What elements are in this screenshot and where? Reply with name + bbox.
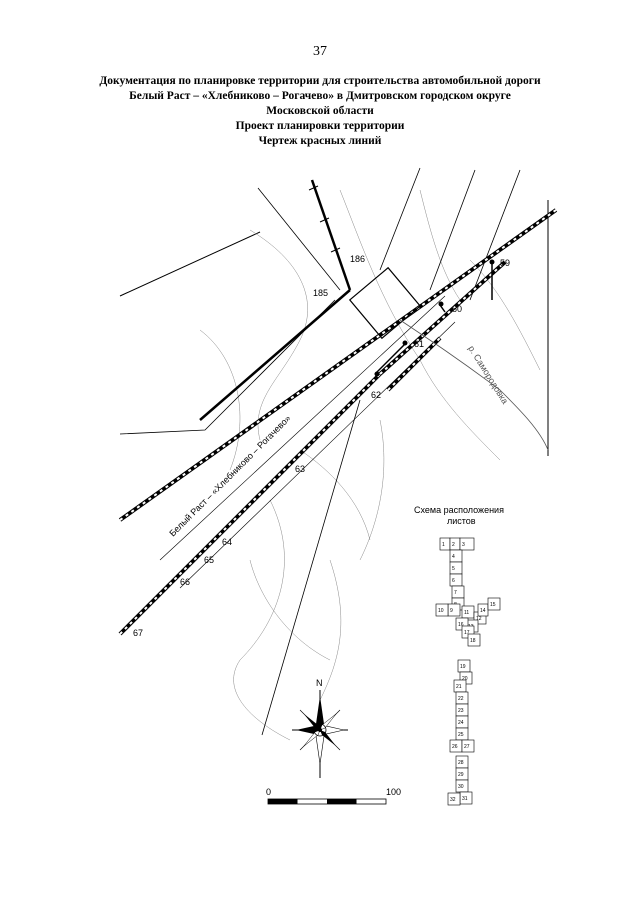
sheet-box-label: 9 bbox=[450, 608, 453, 614]
sheet-box bbox=[447, 792, 461, 806]
sheet-box-label: 12 bbox=[476, 616, 482, 622]
sheet-box-label: 1 bbox=[442, 542, 445, 548]
sheet-box-label: 24 bbox=[458, 720, 464, 726]
title-line-3: Московской области bbox=[266, 105, 374, 117]
sheet-box-label: 23 bbox=[458, 708, 464, 714]
point-markers bbox=[374, 259, 495, 377]
detail-square bbox=[348, 266, 422, 340]
sheet-box-label: 7 bbox=[454, 590, 457, 596]
sheet-box-label: 25 bbox=[458, 732, 464, 738]
scale-start: 0 bbox=[266, 787, 271, 797]
sheet-box bbox=[459, 537, 475, 551]
sheet-box-label: 15 bbox=[490, 602, 496, 608]
point-63: 63 bbox=[295, 464, 305, 474]
river bbox=[399, 319, 549, 451]
title-line-1: Документация по планировке территории дл… bbox=[99, 75, 541, 87]
point-67: 67 bbox=[133, 628, 143, 638]
red-line-upper bbox=[118, 208, 558, 522]
point-185: 185 bbox=[313, 288, 328, 298]
sheet-box-label: 31 bbox=[462, 796, 468, 802]
title-line-4: Проект планировки территории bbox=[235, 120, 405, 132]
sheet-box-label: 27 bbox=[464, 744, 470, 750]
road-label: Белый Раст – «Хлебниково – Рогачево» bbox=[167, 413, 292, 538]
red-line-lower bbox=[118, 260, 507, 636]
sheet-box-label: 19 bbox=[460, 664, 466, 670]
point-60: 60 bbox=[452, 304, 462, 314]
sheet-box bbox=[461, 739, 475, 753]
sheet-box-label: 28 bbox=[458, 760, 464, 766]
title-line-2: Белый Раст – «Хлебниково – Рогачево» в Д… bbox=[129, 90, 511, 102]
sheet-box-label: 18 bbox=[470, 638, 476, 644]
sheet-box-label: 14 bbox=[480, 608, 486, 614]
sheet-box-label: 10 bbox=[438, 608, 444, 614]
river-label: р. Самородовка bbox=[466, 344, 510, 406]
point-65: 65 bbox=[204, 555, 214, 565]
sheet-box-label: 32 bbox=[450, 797, 456, 803]
sheet-scheme: Схема расположения листов 12345678910111… bbox=[414, 505, 504, 806]
sheet-scheme-title-1: Схема расположения bbox=[414, 505, 504, 515]
scale-bar: 0 100 bbox=[266, 787, 401, 805]
point-186: 186 bbox=[350, 254, 365, 264]
sheet-box-label: 3 bbox=[462, 542, 465, 548]
scale-end: 100 bbox=[386, 787, 401, 797]
point-59: 59 bbox=[500, 258, 510, 268]
sheet-box-label: 17 bbox=[464, 630, 470, 636]
sheet-box-label: 4 bbox=[452, 554, 455, 560]
topographic-lines bbox=[199, 189, 541, 741]
sheet-box-label: 16 bbox=[458, 622, 464, 628]
sheet-box-label: 5 bbox=[452, 566, 455, 572]
road-corridor bbox=[159, 295, 456, 589]
sheet-box-label: 30 bbox=[458, 784, 464, 790]
sheet-box bbox=[467, 633, 481, 647]
sheet-box-label: 2 bbox=[452, 542, 455, 548]
sheet-box-label: 29 bbox=[458, 772, 464, 778]
title-line-5: Чертеж красных линий bbox=[258, 135, 382, 147]
sheet-box-label: 21 bbox=[456, 684, 462, 690]
sheet-box-label: 6 bbox=[452, 578, 455, 584]
sheet-box bbox=[487, 597, 501, 611]
point-64: 64 bbox=[222, 537, 232, 547]
sheet-box-label: 20 bbox=[462, 676, 468, 682]
point-66: 66 bbox=[180, 577, 190, 587]
sheet-scheme-title-2: листов bbox=[447, 516, 476, 526]
sheet-box bbox=[435, 603, 449, 617]
page-number: 37 bbox=[313, 44, 327, 59]
thick-boundary bbox=[199, 179, 352, 421]
compass-north-label: N bbox=[316, 678, 323, 688]
document-title: Документация по планировке территории дл… bbox=[40, 74, 600, 149]
sheet-boundary bbox=[119, 200, 549, 456]
sheet-box-label: 11 bbox=[464, 610, 469, 616]
sheet-box-label: 26 bbox=[452, 744, 458, 750]
boundary-lines bbox=[119, 167, 521, 736]
point-62: 62 bbox=[371, 390, 381, 400]
compass-rose-icon: N bbox=[292, 678, 348, 778]
sheet-box-label: 22 bbox=[458, 696, 464, 702]
point-61: 61 bbox=[414, 339, 424, 349]
